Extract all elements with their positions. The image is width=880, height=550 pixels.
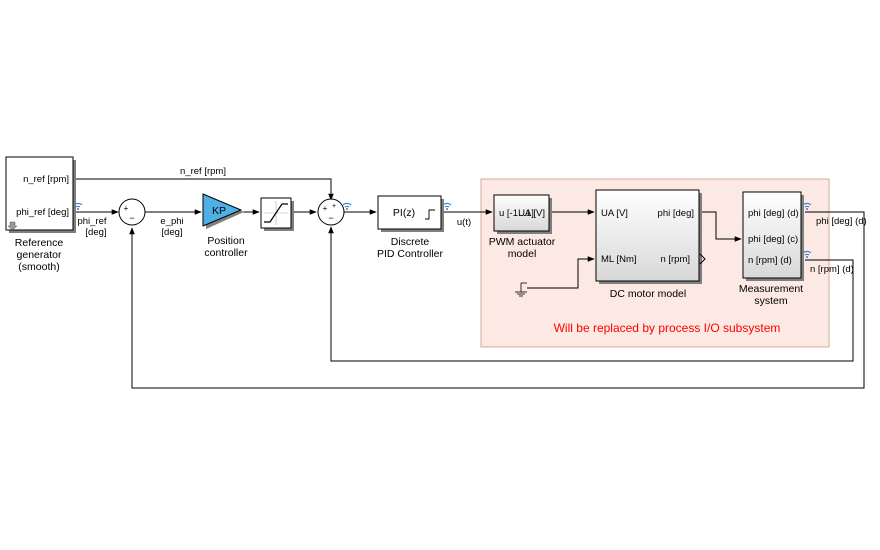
port-phi-d: phi [deg] (d) (748, 208, 799, 219)
reference-generator-label-2: generator (17, 249, 62, 261)
signal-u: u(t) (457, 217, 471, 228)
port-phi: phi [deg] (658, 208, 694, 219)
wire-n-feedback[interactable] (328, 226, 854, 362)
svg-text:+: + (332, 203, 336, 210)
signal-phi-ref-2: [deg] (85, 227, 106, 238)
signal-phi-ref-1: phi_ref (77, 216, 106, 227)
measurement-label-2: system (754, 295, 788, 307)
sum-block-1[interactable]: + − (118, 198, 146, 226)
wire-ml[interactable] (527, 256, 595, 289)
sum-block-2[interactable]: + + − (317, 198, 345, 226)
n-out-signal-icon (802, 250, 812, 258)
port-phi-ref: phi_ref [deg] (16, 207, 69, 218)
pwm-label-1: PWM actuator (489, 236, 556, 248)
signal-e-phi-1: e_phi (160, 216, 183, 227)
u-signal-icon (442, 202, 452, 210)
wire-phi-feedback[interactable] (129, 211, 865, 389)
measurement-label-1: Measurement (739, 283, 803, 295)
reference-generator-label-3: (smooth) (18, 261, 59, 273)
svg-text:+: + (323, 204, 328, 213)
ground-icon (515, 282, 527, 297)
phi-out-signal-icon (802, 202, 812, 210)
wire-phi-meas[interactable] (698, 211, 742, 242)
gain-kp: KP (212, 205, 226, 217)
port-n: n [rpm] (660, 254, 690, 265)
svg-text:−: − (328, 213, 333, 223)
saturation-icon (264, 203, 288, 223)
port-n-ref: n_ref [rpm] (23, 174, 69, 185)
wire-n-ref[interactable] (74, 178, 334, 201)
svg-text:+: + (124, 204, 129, 213)
subsystem-note: Will be replaced by process I/O subsyste… (554, 321, 781, 335)
signal-n-ref: n_ref [rpm] (180, 166, 226, 177)
phi-ref-signal-icon (73, 202, 83, 210)
dc-motor-label: DC motor model (610, 288, 686, 300)
port-n-d: n [rpm] (d) (748, 255, 792, 266)
dc-motor-block[interactable]: UA [V] ML [Nm] phi [deg] n [rpm] (595, 189, 706, 284)
port-n-chevron-icon (699, 253, 706, 265)
port-ml: ML [Nm] (601, 254, 637, 265)
position-gain-block[interactable]: KP (202, 193, 244, 229)
pwm-label-2: model (508, 248, 537, 260)
step-icon (425, 209, 435, 220)
pid-controller-block[interactable]: PI(z) (377, 195, 444, 232)
pid-label-1: Discrete (391, 236, 430, 248)
pid-content: PI(z) (393, 207, 415, 219)
reference-generator-label-1: Reference (15, 237, 64, 249)
measurement-block[interactable]: phi [deg] (d) phi [deg] (c) n [rpm] (d) (742, 191, 804, 281)
signal-n-out: n [rpm] (d) (810, 264, 854, 275)
position-controller-label-1: Position (207, 235, 245, 247)
saturation-block[interactable] (260, 197, 294, 231)
down-arrow-icon (7, 221, 18, 231)
reference-generator-block[interactable]: n_ref [rpm] phi_ref [deg] (5, 156, 76, 233)
svg-text:−: − (129, 213, 134, 223)
position-controller-label-2: controller (204, 247, 248, 259)
port-ua-in: UA [V] (601, 208, 628, 219)
sum-output-signal-icon (342, 202, 352, 210)
pwm-actuator-block[interactable]: u [-1...1] UA [V] (493, 194, 552, 234)
signal-phi-out: phi [deg] (d) (816, 216, 867, 227)
port-ua-out: UA [V] (518, 208, 545, 219)
signal-e-phi-2: [deg] (161, 227, 182, 238)
port-phi-c: phi [deg] (c) (748, 234, 798, 245)
port-u: u [-1...1] (499, 208, 534, 219)
pid-label-2: PID Controller (377, 248, 443, 260)
